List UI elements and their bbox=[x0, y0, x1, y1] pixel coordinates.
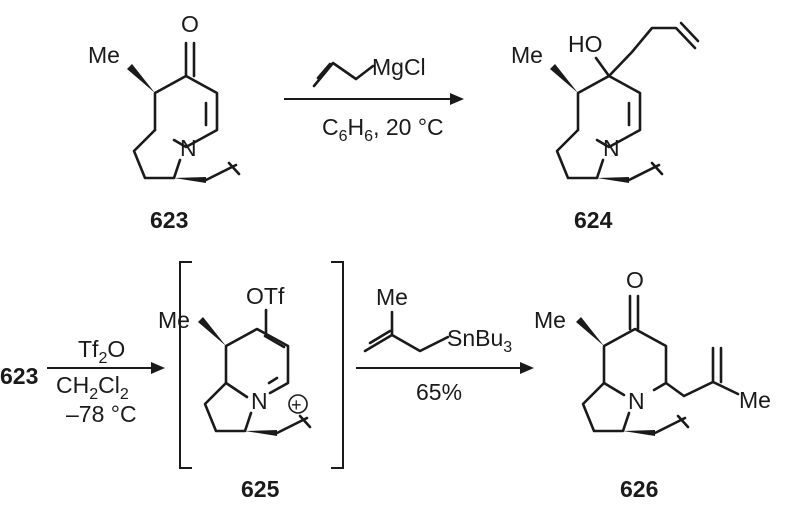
positive-charge-icon bbox=[288, 394, 308, 414]
left-bracket bbox=[179, 261, 192, 469]
methyl-label: Me bbox=[88, 42, 120, 68]
compound-626-label: 626 bbox=[620, 476, 658, 502]
oxo-label: O bbox=[181, 11, 199, 37]
compound-626-structure: O N Me Me 626 bbox=[534, 267, 771, 502]
compound-623-structure: O N Me 623 bbox=[88, 11, 241, 233]
step2-reagent: Tf2O bbox=[78, 336, 125, 367]
compound-625-label: 625 bbox=[241, 476, 280, 502]
methyl-label: Me bbox=[376, 284, 408, 310]
methyl-label: Me bbox=[534, 307, 566, 333]
reaction-arrow-step1: MgCl C6H6, 20 °C bbox=[284, 54, 464, 145]
charge-symbol: + bbox=[291, 395, 302, 415]
nitrogen-label: N bbox=[628, 388, 645, 414]
reaction-arrow-step3: Me SnBu3 65% bbox=[356, 284, 534, 405]
compound-623-label: 623 bbox=[150, 207, 188, 233]
methyl-label: Me bbox=[511, 42, 543, 68]
right-bracket bbox=[331, 261, 344, 469]
step2-solvent: CH2Cl2 bbox=[56, 372, 129, 403]
methallyl-methyl-label: Me bbox=[739, 387, 771, 413]
step1-solvent: C6H6, 20 °C bbox=[322, 114, 444, 145]
triflate-label: OTf bbox=[246, 283, 285, 309]
reaction-arrow-step2: Tf2O CH2Cl2 –78 °C bbox=[47, 336, 165, 427]
compound-624-structure: HO N Me 624 bbox=[511, 21, 700, 233]
hydroxyl-label: HO bbox=[568, 31, 603, 57]
allyl-grignard-skeleton bbox=[312, 61, 375, 88]
tributylstannyl-label: SnBu3 bbox=[447, 325, 512, 356]
methallyl-stannane-skeleton bbox=[363, 333, 450, 353]
starting-compound-623-label: 623 bbox=[0, 363, 38, 389]
step2-temperature: –78 °C bbox=[66, 401, 137, 427]
compound-624-label: 624 bbox=[574, 207, 613, 233]
mgcl-label: MgCl bbox=[372, 54, 426, 80]
compound-625-structure: OTf N Me + 625 bbox=[158, 261, 344, 502]
nitrogen-label: N bbox=[603, 135, 620, 161]
iminium-nitrogen-label: N bbox=[251, 388, 268, 414]
methyl-label: Me bbox=[158, 307, 190, 333]
oxo-label: O bbox=[626, 267, 644, 293]
step3-yield: 65% bbox=[416, 379, 462, 405]
nitrogen-label: N bbox=[180, 135, 197, 161]
